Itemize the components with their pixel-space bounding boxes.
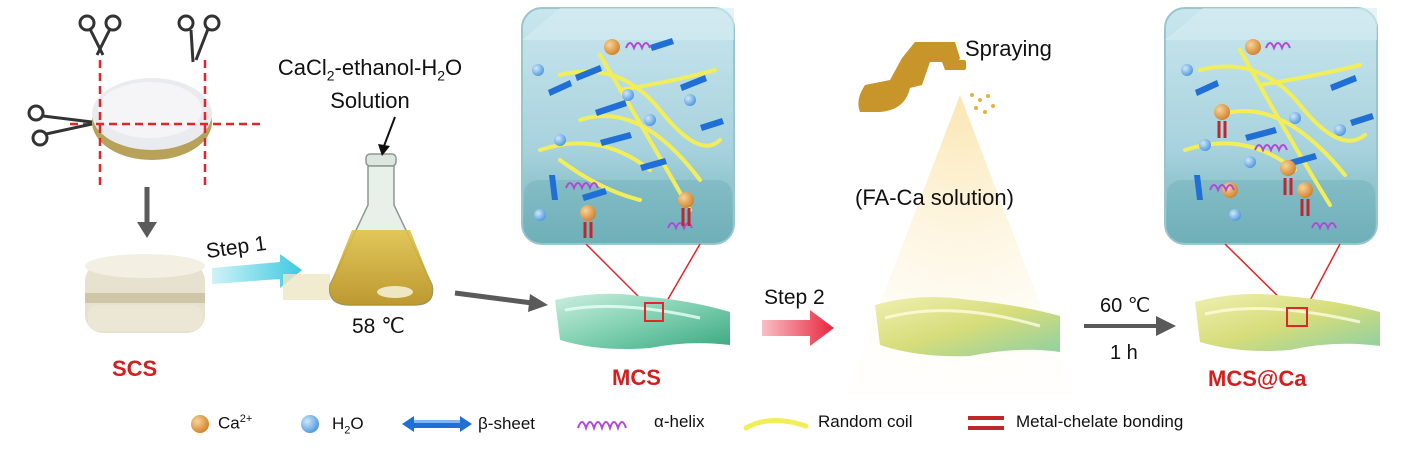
legend-ca-text: Ca	[218, 413, 240, 433]
solution-line2: Solution	[330, 88, 410, 114]
legend-h2o-b: O	[350, 414, 364, 433]
solution-line1-sub2: 2	[437, 67, 446, 84]
step2-label: Step 2	[764, 286, 825, 309]
arrow-to-mcs	[454, 290, 548, 312]
scissors-icon	[78, 14, 122, 56]
legend-alpha-label: α-helix	[654, 412, 705, 431]
time-label: 1 h	[1110, 342, 1138, 364]
legend-metal-swatch	[968, 416, 1004, 430]
legend-alpha-swatch	[577, 421, 627, 432]
legend	[191, 415, 1004, 433]
legend-ca-swatch	[191, 415, 209, 433]
scissors-icon	[177, 14, 221, 63]
legend-ca-label: Ca2+	[218, 413, 252, 434]
step2-arrow	[762, 310, 834, 346]
legend-metal-label: Metal-chelate bonding	[1016, 412, 1184, 431]
flask-icon	[283, 153, 434, 306]
spray-droplets	[970, 93, 995, 114]
pointer-arrow	[378, 116, 396, 156]
scissors-icon	[27, 104, 93, 147]
water-molecules	[1181, 64, 1346, 221]
random-coil	[1183, 48, 1367, 207]
mcs-membrane	[555, 293, 730, 349]
beta-sheets	[548, 38, 724, 201]
fa-ca-label: (FA-Ca solution)	[855, 185, 1014, 210]
solution-line1-c: O	[445, 55, 463, 80]
beta-sheets	[1194, 75, 1374, 200]
water-molecules	[532, 64, 696, 221]
solution-line1-sub1: 2	[326, 67, 335, 84]
mcs-label: MCS	[612, 365, 661, 390]
legend-ca-sup: 2+	[239, 413, 253, 425]
legend-h2o-sub: 2	[344, 424, 351, 437]
temp1-label: 58 ℃	[352, 315, 405, 338]
mcs-ca-label: MCS@Ca	[1208, 366, 1307, 391]
metal-chelate	[583, 208, 691, 238]
ca-ions	[1214, 39, 1313, 198]
ca-ions	[580, 39, 694, 221]
heat-arrow	[1084, 316, 1176, 336]
sprayer-icon	[858, 42, 966, 112]
cut-lines	[70, 60, 262, 190]
alpha-helix	[1209, 42, 1337, 231]
legend-beta-label: β-sheet	[478, 414, 536, 433]
arrow-down	[137, 187, 157, 238]
legend-coil-swatch	[743, 418, 809, 431]
scs-sponge-cut	[92, 78, 212, 160]
spraying-label: Spraying	[965, 36, 1052, 61]
legend-h2o-a: H	[332, 414, 345, 433]
mcs-sprayed-membrane	[875, 296, 1060, 357]
legend-beta-swatch	[402, 416, 472, 432]
solution-line1-b: -ethanol-H	[334, 55, 438, 80]
step1-arrow	[212, 254, 302, 288]
legend-water-swatch	[301, 415, 319, 433]
mcs-ca-membrane	[1195, 294, 1380, 351]
legend-water-label: H2O	[332, 414, 364, 436]
scs-sponge	[85, 254, 205, 333]
legend-coil-label: Random coil	[818, 412, 913, 431]
temp2-label: 60 ℃	[1100, 295, 1151, 317]
scs-label: SCS	[112, 356, 158, 381]
metal-chelate	[1217, 121, 1310, 216]
solution-label: CaCl2-ethanol-H2O Solution	[250, 55, 490, 114]
solution-line1-a: CaCl	[277, 55, 327, 80]
